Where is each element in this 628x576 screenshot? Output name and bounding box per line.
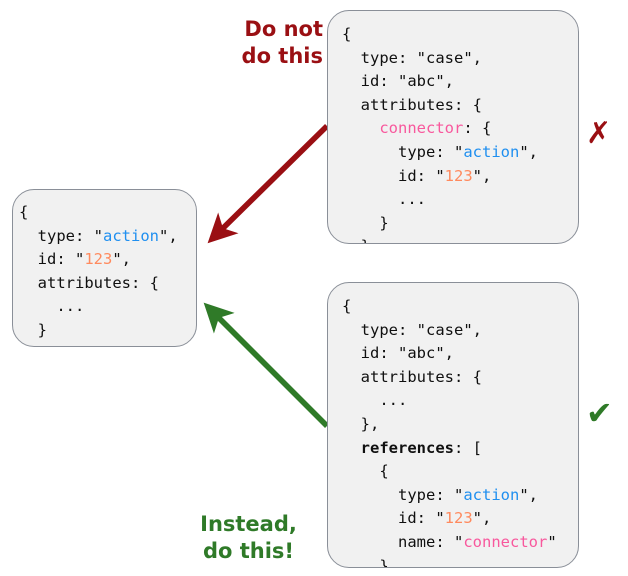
correct-relationship-arrow: [203, 302, 329, 428]
code-token-plain: ",: [472, 509, 492, 528]
code-token-bold: references: [360, 438, 454, 457]
code-line: {: [19, 201, 178, 225]
code-line: type: "case",: [342, 47, 538, 71]
code-token-plain: attributes: {: [19, 273, 159, 292]
code-token-plain: {: [342, 297, 352, 315]
code-token-plain: attributes: {: [342, 95, 482, 114]
code-line: }: [342, 235, 538, 243]
code-line: type: "action",: [342, 484, 557, 508]
code-token-str-orange: 123: [444, 166, 473, 185]
code-token-str-orange: 123: [84, 250, 113, 269]
code-token-plain: [342, 439, 361, 457]
code-token-plain: type: ": [342, 485, 464, 504]
code-line: },: [342, 413, 557, 437]
code-token-plain: id: ": [19, 250, 85, 269]
code-token-str-blue: action: [103, 226, 159, 245]
code-token-str-blue: action: [463, 485, 520, 504]
code-token-plain: }: [342, 556, 389, 568]
code-token-plain: ",: [472, 166, 492, 185]
code-line: references: [: [342, 437, 557, 461]
code-lines: { type: "case", id: "abc", attributes: {…: [342, 295, 557, 568]
code-token-plain: {: [19, 203, 29, 221]
code-token-plain: }: [19, 345, 28, 346]
code-line: id: "123",: [342, 165, 538, 189]
code-token-plain: : {: [463, 119, 492, 138]
code-line: attributes: {: [342, 94, 538, 118]
code-line: {: [342, 460, 557, 484]
code-token-plain: }: [19, 320, 47, 339]
code-line: attributes: {: [19, 272, 178, 296]
code-line: type: "case",: [342, 319, 557, 343]
code-token-plain: type: "case",: [342, 48, 482, 67]
code-token-plain: },: [342, 414, 380, 433]
code-token-plain: name: ": [342, 532, 464, 551]
code-line: id: "abc",: [342, 70, 538, 94]
code-token-plain: }: [342, 213, 389, 232]
code-token-plain: }: [342, 237, 370, 243]
code-token-plain: id: ": [342, 166, 445, 185]
code-token-key-pink: connector: [379, 119, 464, 138]
code-token-plain: attributes: {: [342, 367, 482, 386]
code-token-key-pink: connector: [463, 532, 548, 551]
code-token-plain: ",: [112, 250, 131, 269]
code-line: ...: [342, 389, 557, 413]
code-token-plain: ": [547, 532, 557, 551]
code-token-plain: id: ": [342, 509, 445, 528]
code-token-plain: {: [342, 462, 389, 481]
code-line: ...: [342, 188, 538, 212]
code-token-plain: ...: [342, 190, 426, 209]
code-token-str-orange: 123: [444, 509, 473, 528]
code-line: {: [342, 23, 538, 47]
code-line: }: [342, 212, 538, 236]
code-lines: { type: "action", id: "123", attributes:…: [19, 201, 178, 346]
code-box-referenced-action: { type: "action", id: "123", attributes:…: [12, 189, 197, 347]
code-token-plain: ",: [519, 485, 538, 504]
code-line: type: "action",: [342, 141, 538, 165]
code-lines: { type: "case", id: "abc", attributes: {…: [342, 23, 538, 243]
check-icon: ✔: [586, 394, 613, 432]
code-box-good-example: { type: "case", id: "abc", attributes: {…: [327, 282, 579, 568]
do-not-do-this-caption: Do not do this: [241, 17, 323, 68]
code-line: id: "123",: [19, 248, 178, 272]
code-line: }: [19, 319, 178, 343]
instead-do-this-caption: Instead, do this!: [200, 512, 297, 563]
code-token-str-blue: action: [463, 142, 520, 161]
code-line: attributes: {: [342, 366, 557, 390]
code-token-plain: : [: [454, 438, 482, 457]
code-token-plain: ",: [519, 142, 538, 161]
code-line: ...: [19, 295, 178, 319]
code-token-plain: type: ": [342, 142, 464, 161]
code-token-plain: id: "abc",: [342, 344, 454, 363]
code-line: id: "123",: [342, 507, 557, 531]
code-token-plain: ...: [342, 391, 408, 410]
code-line: name: "connector": [342, 531, 557, 555]
code-line: }: [342, 555, 557, 568]
incorrect-relationship-arrow: [207, 124, 329, 244]
code-line: type: "action",: [19, 225, 178, 249]
code-token-plain: {: [342, 25, 352, 43]
code-line: id: "abc",: [342, 342, 557, 366]
code-box-bad-example: { type: "case", id: "abc", attributes: {…: [327, 10, 579, 244]
code-line: }: [19, 343, 178, 346]
code-token-plain: type: ": [19, 226, 103, 245]
cross-icon: ✗: [586, 116, 612, 151]
code-line: {: [342, 295, 557, 319]
code-token-plain: ...: [19, 297, 85, 316]
code-token-plain: ",: [159, 226, 178, 245]
code-token-plain: type: "case",: [342, 320, 482, 339]
code-token-plain: id: "abc",: [342, 72, 454, 91]
code-line: connector: {: [342, 117, 538, 141]
code-token-plain: [342, 119, 379, 137]
